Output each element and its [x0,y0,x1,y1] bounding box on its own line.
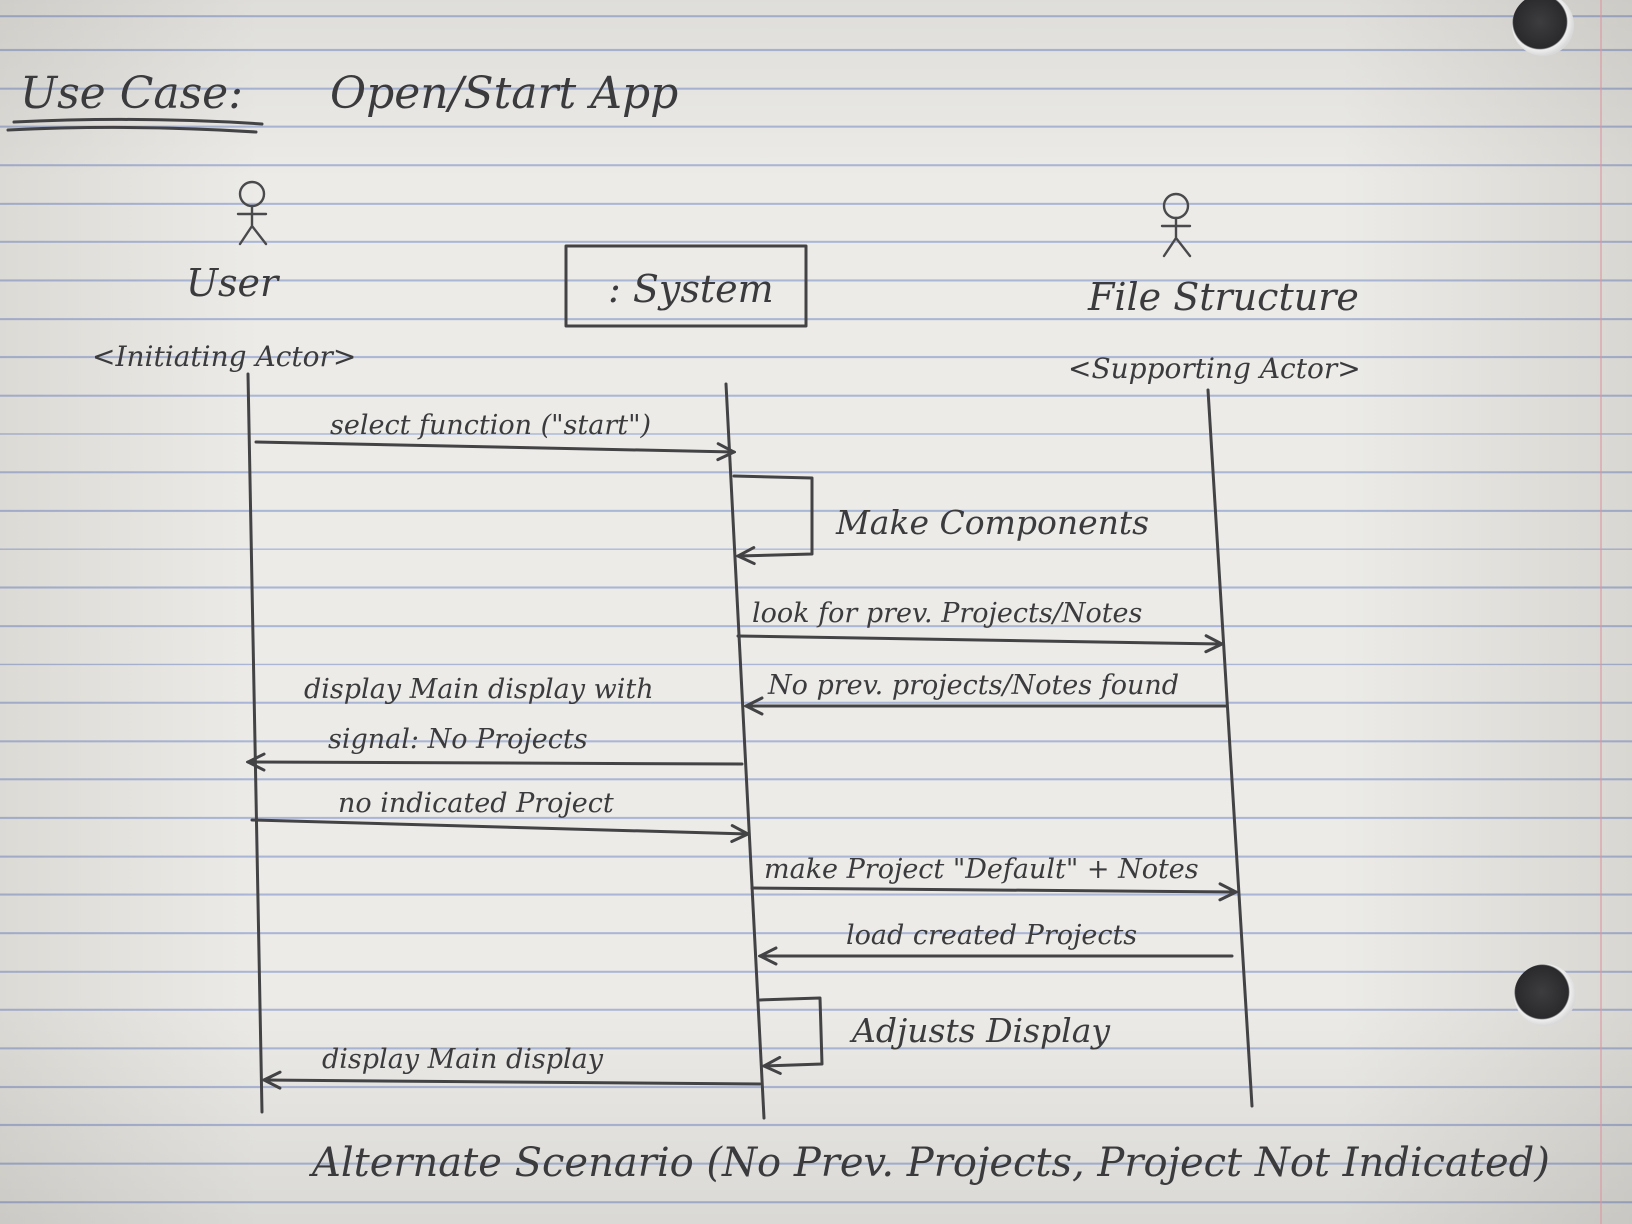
file-structure-stick-figure [1160,192,1192,258]
participant-files-role: <Supporting Actor> [1068,352,1361,385]
participant-system-label: : System [608,267,774,311]
title-underline [12,117,264,126]
system-object-box [564,244,808,328]
participant-files-label: File Structure [1087,275,1359,319]
arrow-make-default-project [750,888,1236,892]
alternate-scenario-caption: Alternate Scenario (No Prev. Projects, P… [308,1140,1550,1186]
punch-hole-bottom [1514,964,1576,1026]
message-display-main-line1: display Main display with [304,674,654,705]
participant-user-role: <Initiating Actor> [92,340,356,373]
lifeline-system [724,382,766,1120]
message-no-indicated-project: no indicated Project [338,788,614,819]
message-adjusts-display: Adjusts Display [849,1011,1110,1050]
punch-hole-top [1512,0,1574,56]
message-display-main-line2: signal: No Projects [328,724,588,755]
arrow-select-function [254,440,734,452]
message-make-default-project: make Project "Default" + Notes [764,854,1199,885]
lifeline-user [246,372,264,1114]
arrow-display-main-with-signal [248,762,744,764]
arrow-display-main [264,1080,762,1084]
title-underline-2 [6,125,258,134]
diagram-title: Use Case: Open/Start App [6,68,678,134]
message-load-created-projects: load created Projects [846,920,1137,951]
arrow-make-components [732,474,814,556]
message-select-function: select function ("start") [330,410,651,441]
title-name: Open/Start App [330,68,678,119]
arrow-no-indicated-project [250,818,748,834]
message-display-main: display Main display [322,1044,604,1075]
message-no-projects-found: No prev. projects/Notes found [767,670,1179,701]
lifeline-file-structure [1206,388,1254,1108]
user-stick-figure [236,180,268,246]
title-prefix: Use Case: [20,68,243,119]
message-make-components: Make Components [835,503,1149,542]
message-look-for-projects: look for prev. Projects/Notes [752,598,1142,629]
margin-line [1600,0,1602,1224]
arrow-adjusts-display [758,996,824,1066]
arrow-look-for-projects [736,636,1222,644]
participant-user-label: User [186,261,281,305]
